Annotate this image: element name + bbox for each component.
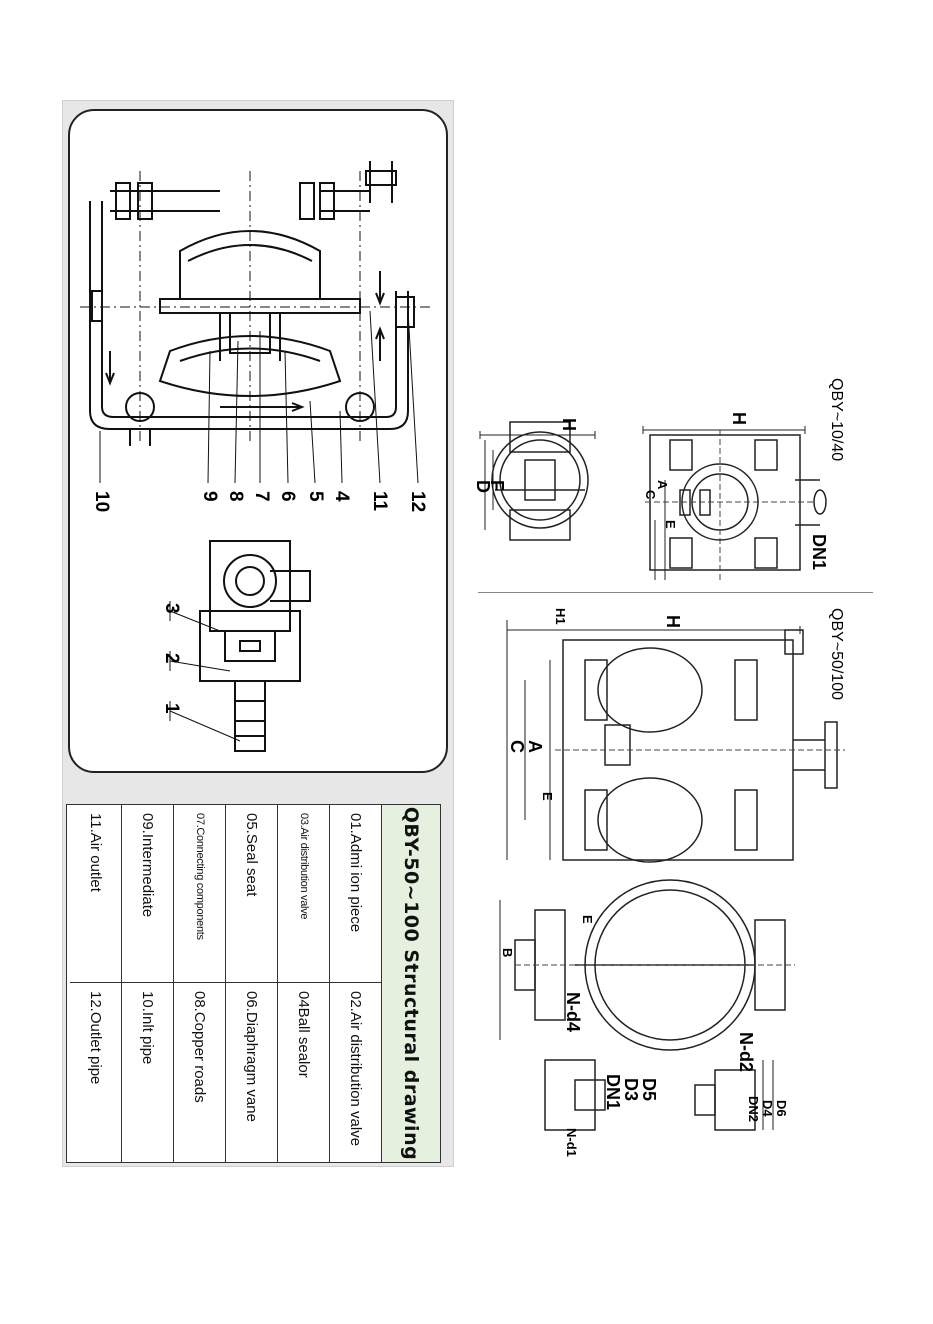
dim-label-nd1: N-d1 [564,1128,579,1157]
valve-callout-2: 2 [161,653,182,664]
table-cell: 05.Seal seat [226,805,278,983]
dim-label-h1-bottom: H1 [553,608,568,625]
dim-label-dn1-bottom: DN1 [603,1074,623,1110]
model-label-top: QBY~10/40 [828,378,845,461]
valve-callout-1: 1 [161,703,182,714]
callout-4: 4 [331,491,352,502]
table-cell: 11.Air outlet [70,805,122,983]
table-cell: 10.Inlt pipe [139,991,157,1065]
dim-label-c-top: C [643,490,658,500]
pump-cross-section-drawing: 10 9 8 7 6 5 4 11 12 [80,161,430,752]
callout-12: 12 [407,491,428,512]
callout-7: 7 [251,491,272,502]
table-row: 07.Connecting components 08.Copper roads [173,805,226,1162]
dim-label-h-side: H [729,412,749,425]
dim-label-h-bottom: H [663,615,683,628]
section-divider [478,592,873,593]
structural-drawing-frame: 10 9 8 7 6 5 4 11 12 [68,109,448,773]
dim-label-b: B [500,948,515,957]
dim-label-a-top: A [655,480,670,490]
table-cell: 01.Admi ion piece [330,805,382,983]
dim-label-d4: D4 [760,1100,775,1117]
table-cell: 06.Diaphragm vane [243,991,261,1122]
table-row: 05.Seal seat 06.Diaphragm vane [225,805,278,1162]
table-cell: 03.Air distribution valve [278,805,330,983]
table-cell: 02.Air distribution valve [347,991,365,1147]
dim-label-nd2: N-d2 [736,1032,756,1072]
parts-table: QBY-50~100 Structural drawing 01.Admi io… [66,804,441,1163]
dim-label-e2-bottom: E [580,915,595,924]
table-cell: 09.Intermediate [122,805,174,983]
dim-label-f: F [487,480,507,491]
dim-label-d5: D5 [639,1078,659,1101]
dim-label-d6: D6 [774,1100,789,1117]
dim-label-e-top: E [663,520,678,529]
callout-9: 9 [199,491,220,502]
callout-6: 6 [277,491,298,502]
table-cell: 08.Copper roads [191,991,209,1103]
table-cell: 04Ball sealor [295,991,313,1078]
dim-label-nd4: N-d4 [563,992,583,1032]
dim-label-h-front: H [559,418,579,431]
table-cell: 07.Connecting components [174,805,226,983]
callout-5: 5 [305,491,326,502]
dim-label-d: D [473,480,493,493]
valve-callout-3: 3 [161,603,182,614]
dim-label-d3: D3 [621,1078,641,1101]
dimension-drawings: QBY~10/40 H H A C E F D DN1 [473,378,845,1157]
table-row: 01.Admi ion piece 02.Air distribution va… [329,805,382,1162]
dim-label-e-bottom: E [540,792,555,801]
structural-panel: 10 9 8 7 6 5 4 11 12 [62,100,454,1167]
parts-table-title: QBY-50~100 Structural drawing [381,805,440,1162]
dim-label-c-bottom: C [507,740,527,753]
table-row: 11.Air outlet 12.Outlet pipe [70,805,122,1162]
callout-8: 8 [225,491,246,502]
table-cell: 12.Outlet pipe [87,991,105,1085]
callout-11: 11 [369,491,390,512]
dim-label-dn2: DN2 [746,1096,761,1122]
callout-10: 10 [91,491,112,512]
model-label-bottom: QBY~50/100 [828,608,845,700]
dim-label-a-bottom: A [525,740,545,753]
table-row: 03.Air distribution valve 04Ball sealor [277,805,330,1162]
table-row: 09.Intermediate 10.Inlt pipe [121,805,174,1162]
parts-table-rotated: QBY-50~100 Structural drawing 01.Admi io… [66,804,441,1163]
dim-label-dn1-top: DN1 [809,534,829,570]
